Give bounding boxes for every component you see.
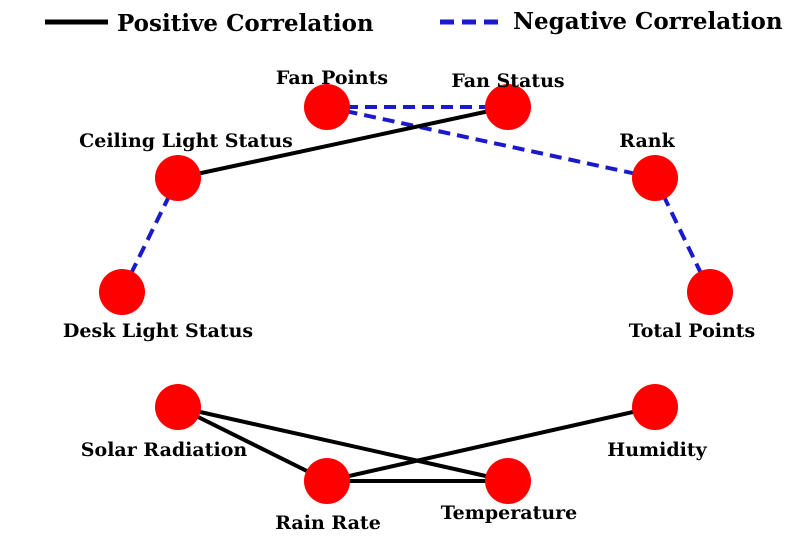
edge-ceiling-light-status-to-fan-status — [177, 105, 509, 180]
node-rank: Rank — [619, 130, 678, 201]
legend-negative-label: Negative Correlation — [513, 8, 783, 35]
node-total-points: Total Points — [629, 269, 756, 342]
node-label: Solar Radiation — [81, 439, 248, 461]
node-label: Desk Light Status — [63, 320, 253, 342]
node-circle — [155, 155, 201, 201]
node-temperature: Temperature — [441, 458, 578, 524]
node-circle — [687, 269, 733, 315]
edge-layer — [120, 105, 712, 483]
node-desk-light-status: Desk Light Status — [63, 269, 253, 342]
edge-solar-radiation-to-rain-rate — [177, 405, 328, 483]
edge-rain-rate-to-humidity — [326, 405, 656, 483]
node-label: Fan Points — [276, 67, 388, 89]
node-fan-status: Fan Status — [451, 70, 565, 130]
node-label: Humidity — [607, 439, 707, 461]
node-label: Ceiling Light Status — [79, 130, 293, 152]
node-circle — [632, 384, 678, 430]
node-circle — [155, 384, 201, 430]
node-fan-points: Fan Points — [276, 67, 388, 130]
node-circle — [304, 458, 350, 504]
node-circle — [99, 269, 145, 315]
node-label: Total Points — [629, 320, 756, 342]
node-ceiling-light-status: Ceiling Light Status — [79, 130, 293, 201]
node-circle — [485, 84, 531, 130]
node-circle — [485, 458, 531, 504]
node-label: Rank — [619, 130, 675, 152]
node-circle — [632, 155, 678, 201]
node-circle — [304, 84, 350, 130]
node-solar-radiation: Solar Radiation — [81, 384, 248, 461]
node-label: Rain Rate — [275, 512, 381, 534]
legend: Positive Correlation Negative Correlatio… — [45, 8, 783, 37]
node-layer: Fan Points Fan Status Ceiling Light Stat… — [63, 67, 755, 534]
node-humidity: Humidity — [607, 384, 708, 461]
node-label: Temperature — [441, 502, 578, 524]
legend-positive-label: Positive Correlation — [117, 10, 374, 37]
edge-solar-radiation-to-temperature — [177, 405, 509, 483]
node-label: Fan Status — [451, 70, 564, 92]
node-rain-rate: Rain Rate — [275, 458, 381, 534]
